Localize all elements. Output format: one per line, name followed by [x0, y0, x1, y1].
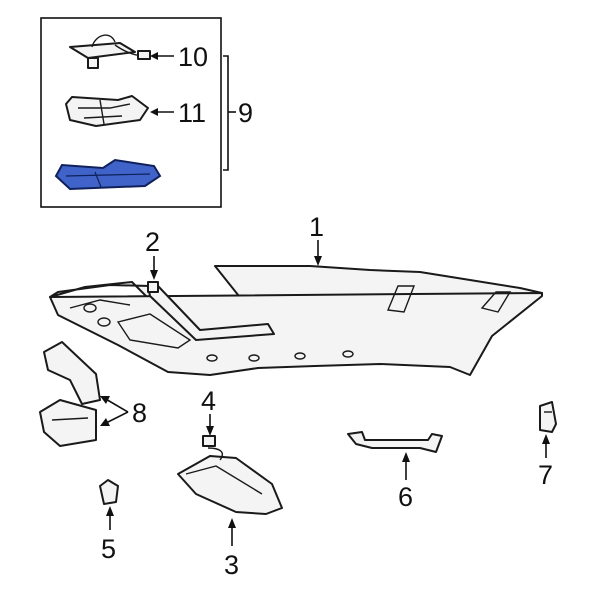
part-1-headliner[interactable]: [49, 265, 543, 376]
callout-6: 6: [398, 482, 413, 512]
inset-box: [40, 17, 222, 208]
part-10-lamp-socket[interactable]: [69, 34, 151, 69]
part-8-visor-clip-lower[interactable]: [39, 399, 97, 447]
callout-5: 5: [101, 534, 116, 564]
callout-7: 7: [538, 460, 553, 490]
part-5-clip[interactable]: [99, 479, 119, 505]
callout-11: 11: [178, 98, 206, 128]
part-3-overhead-console[interactable]: [177, 447, 283, 515]
part-8-visor-clip-upper[interactable]: [43, 341, 101, 405]
part-11-lamp-housing[interactable]: [65, 95, 149, 127]
part-6-grab-handle[interactable]: [347, 431, 443, 453]
callout-labels: 10 11 9 1 2 8 4 3 5 6 7: [101, 42, 553, 580]
callout-9: 9: [238, 98, 253, 128]
leader-arrows: [100, 240, 550, 546]
callout-2: 2: [145, 227, 160, 257]
callout-4: 4: [201, 386, 216, 416]
part-4-clip[interactable]: [202, 435, 216, 447]
bracket-9: [223, 55, 236, 171]
callout-10: 10: [178, 42, 208, 72]
part-2-trim-strip[interactable]: [147, 281, 275, 341]
callout-8: 8: [132, 398, 147, 428]
part-7-bracket[interactable]: [539, 401, 557, 433]
part-lamp-lower-shell-highlighted[interactable]: [54, 158, 162, 191]
callout-3: 3: [224, 550, 239, 580]
callout-1: 1: [309, 212, 324, 242]
